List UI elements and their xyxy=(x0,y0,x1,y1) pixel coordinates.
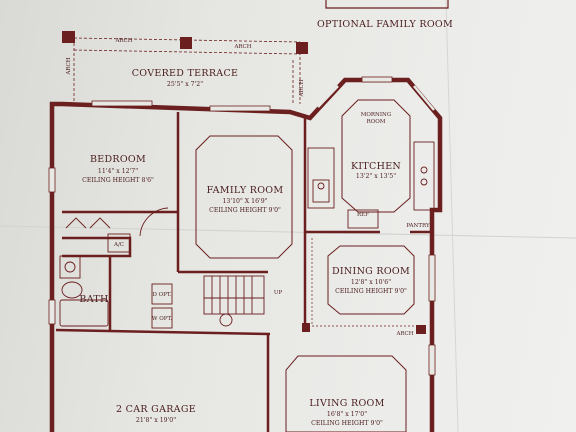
closet-doors xyxy=(65,207,169,237)
optional-family-room-outline xyxy=(325,0,449,9)
interior-walls xyxy=(55,112,432,432)
bedroom-name: BEDROOM xyxy=(90,154,146,165)
bath-fixtures xyxy=(59,233,131,327)
stairs-up-label: UP xyxy=(274,290,283,296)
family-room-ceiling: CEILING HEIGHT 9'0" xyxy=(209,207,281,214)
arch-label-2: ARCH xyxy=(233,44,251,50)
garage-name: 2 CAR GARAGE xyxy=(116,404,196,415)
kitchen-counters xyxy=(307,141,435,229)
dining-room-size: 12'8" x 10'6" xyxy=(351,279,391,286)
morning-room-line1: MORNING xyxy=(361,112,391,118)
garage-size: 21'8" x 19'0" xyxy=(136,417,176,424)
bath-label: BATH xyxy=(79,294,108,305)
morning-room-window-left xyxy=(317,85,339,108)
laundry-fixtures xyxy=(151,283,173,329)
dining-room-name: DINING ROOM xyxy=(332,266,410,277)
paper-fold-line xyxy=(0,225,576,239)
living-room-ceiling: CEILING HEIGHT 9'0" xyxy=(311,420,383,427)
bedroom-size: 11'4" x 12'7" xyxy=(98,168,138,175)
staircase xyxy=(203,275,265,327)
family-room-size: 13'10" X 16'9" xyxy=(223,198,268,205)
morning-room-window-right xyxy=(413,85,435,111)
dryer-label: D OPT. xyxy=(153,292,172,298)
bedroom-ceiling: CEILING HEIGHT 8'6" xyxy=(82,177,154,184)
dining-arch-outline xyxy=(311,238,420,327)
covered-terrace-name: COVERED TERRACE xyxy=(132,68,239,79)
pantry-label: PANTRY xyxy=(406,223,430,229)
ac-label: A/C xyxy=(113,242,124,248)
wall-post-1 xyxy=(302,323,310,332)
windows xyxy=(48,76,436,376)
dining-room-ceiling-outline xyxy=(327,245,415,315)
family-room-ceiling-outline xyxy=(195,135,293,259)
terrace-column-left xyxy=(62,31,75,43)
living-room-size: 16'8" x 17'0" xyxy=(327,411,367,418)
arch-label-4: ARCH xyxy=(299,79,305,97)
kitchen-size: 13'2" x 13'5" xyxy=(356,173,396,180)
living-room-ceiling-outline xyxy=(285,355,407,432)
morning-room-line2: ROOM xyxy=(367,119,386,125)
terrace-column-middle xyxy=(180,37,192,49)
dining-room-ceiling: CEILING HEIGHT 9'0" xyxy=(335,288,407,295)
ref-label: REF xyxy=(357,212,369,218)
arch-label-3: ARCH xyxy=(66,57,72,75)
wall-post-2 xyxy=(416,325,426,334)
kitchen-name: KITCHEN xyxy=(351,161,401,172)
arch-label-5: ARCH xyxy=(395,331,413,337)
optional-family-room-label: OPTIONAL FAMILY ROOM xyxy=(317,19,453,30)
paper-fold-line-2 xyxy=(445,0,459,432)
living-room-name: LIVING ROOM xyxy=(309,398,384,409)
morning-room-outline xyxy=(341,99,411,213)
covered-terrace-size: 25'5" x 7'2" xyxy=(167,81,203,88)
family-room-name: FAMILY ROOM xyxy=(207,185,284,196)
arch-label-1: ARCH xyxy=(114,38,132,44)
washer-label: W OPT. xyxy=(152,316,172,322)
terrace-column-right xyxy=(296,42,308,54)
